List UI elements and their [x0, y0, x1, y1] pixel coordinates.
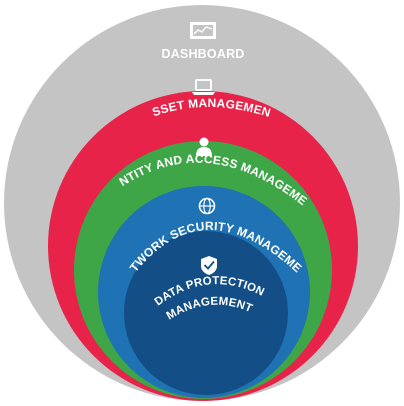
shield-check-icon — [201, 256, 217, 275]
user-icon — [196, 137, 212, 156]
laptop-icon — [192, 79, 215, 95]
data-protection-layer — [124, 231, 288, 395]
globe-icon — [198, 197, 216, 215]
monitor-dashboard-icon — [190, 22, 216, 39]
dashboard-label: DASHBOARD — [161, 47, 244, 61]
